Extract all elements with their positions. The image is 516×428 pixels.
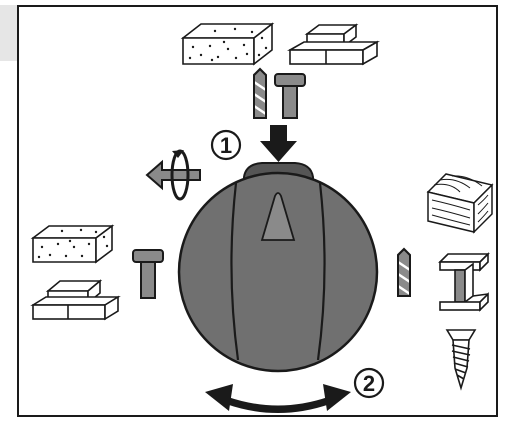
screw-icon xyxy=(445,329,477,391)
step-1-number: 1 xyxy=(220,133,232,158)
page-tab-marker xyxy=(0,5,17,61)
drill-bit-icon xyxy=(397,247,411,297)
aerated-concrete-block-icon xyxy=(30,224,115,264)
masonry-bit-icon xyxy=(253,67,267,119)
brick-stack-icon xyxy=(30,279,121,321)
chisel-bit-icon xyxy=(132,249,164,299)
rotation-hammer-arrow-icon xyxy=(145,149,201,201)
turn-double-arrow-icon xyxy=(205,384,351,413)
step-1-badge: 1 xyxy=(210,129,242,161)
steel-i-beam-icon xyxy=(438,252,490,312)
push-down-arrow-icon xyxy=(260,125,297,162)
step-2-badge: 2 xyxy=(353,367,385,399)
mode-selector-knob[interactable] xyxy=(177,162,379,373)
hammer-bit-icon xyxy=(274,73,306,119)
aerated-concrete-block-icon xyxy=(180,22,275,66)
wood-plank-icon xyxy=(426,173,494,234)
brick-stack-icon xyxy=(286,23,381,66)
step-2-number: 2 xyxy=(363,371,375,396)
